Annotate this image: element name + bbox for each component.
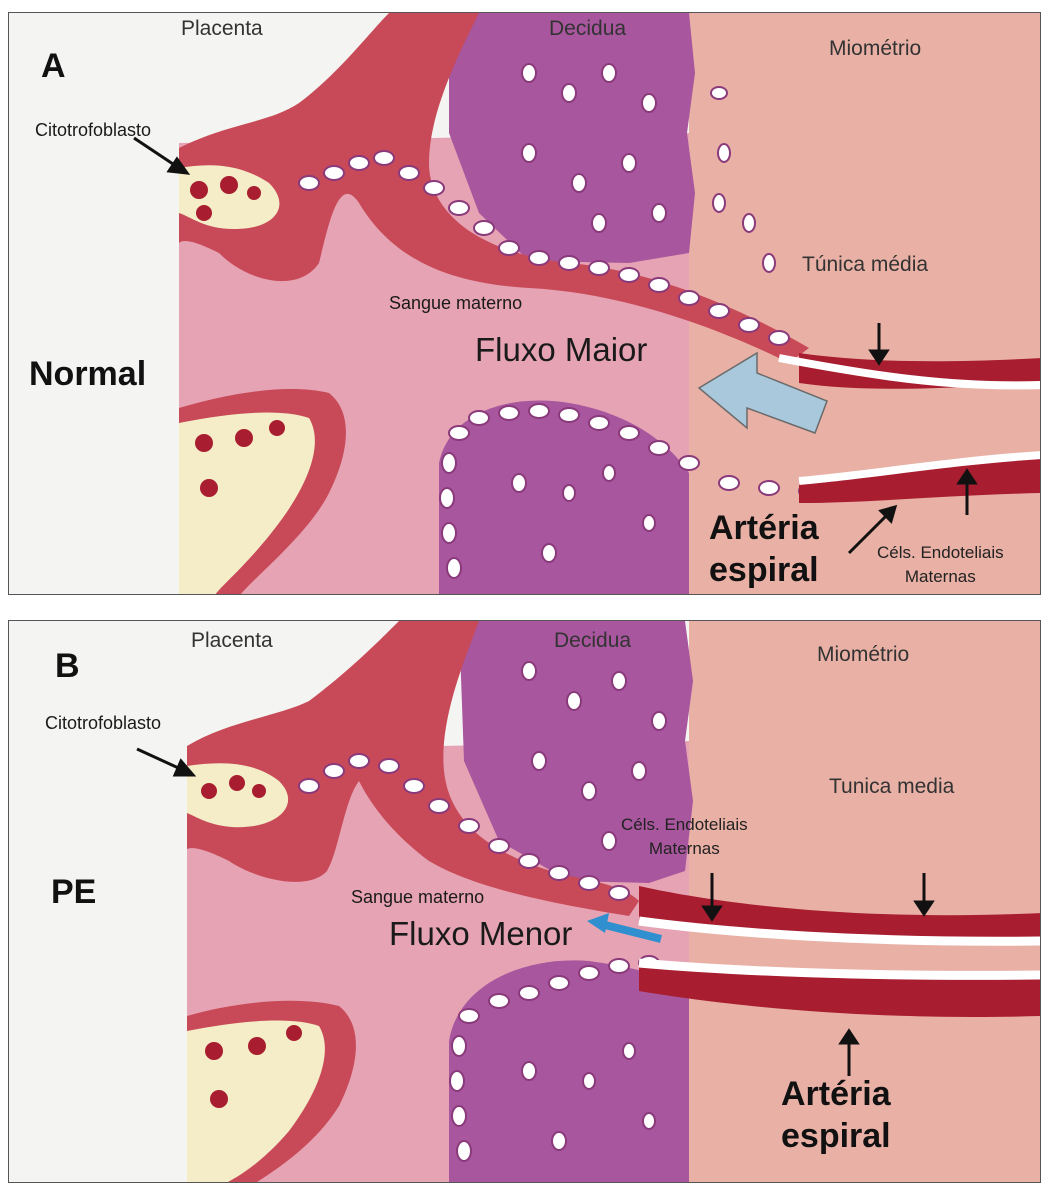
myometrium-label: Miométrio — [829, 37, 921, 61]
tunica-media-label: Tunica media — [829, 775, 954, 799]
endothelial-line1: Céls. Endoteliais — [621, 813, 748, 837]
panel-b-pe: B PE Placenta Decidua Miométrio Citotrof… — [8, 620, 1041, 1183]
flow-label: Fluxo Maior — [475, 331, 647, 369]
endothelial-cells-label: Céls. Endoteliais Maternas — [877, 541, 1004, 589]
spiral-artery-line1: Artéria — [709, 507, 819, 549]
spiral-artery-label: Artéria espiral — [709, 507, 819, 591]
cytotrophoblast-label: Citotrofoblasto — [35, 120, 151, 141]
panel-letter: B — [55, 647, 80, 686]
maternal-blood-label: Sangue materno — [389, 293, 522, 314]
panel-letter: A — [41, 47, 66, 86]
myometrium-label: Miométrio — [817, 643, 909, 667]
spiral-artery-line2: espiral — [709, 549, 819, 591]
spiral-artery-line2: espiral — [781, 1115, 891, 1157]
cytotrophoblast-label: Citotrofoblasto — [45, 713, 161, 734]
spiral-artery-label: Artéria espiral — [781, 1073, 891, 1157]
placenta-label: Placenta — [181, 17, 263, 41]
tunica-media-label: Túnica média — [802, 253, 928, 277]
endothelial-line2: Maternas — [621, 837, 748, 861]
endothelial-line1: Céls. Endoteliais — [877, 541, 1004, 565]
decidua-label: Decidua — [549, 17, 626, 41]
placenta-label: Placenta — [191, 629, 273, 653]
spiral-artery-line1: Artéria — [781, 1073, 891, 1115]
decidua-label: Decidua — [554, 629, 631, 653]
endothelial-line2: Maternas — [877, 565, 1004, 589]
panel-a-illustration — [9, 13, 1041, 595]
decidua-lower — [449, 960, 689, 1183]
endothelial-cells-label: Céls. Endoteliais Maternas — [621, 813, 748, 861]
condition-label: PE — [51, 873, 96, 912]
maternal-blood-label: Sangue materno — [351, 887, 484, 908]
condition-label: Normal — [29, 355, 146, 394]
flow-label: Fluxo Menor — [389, 915, 572, 953]
panel-a-normal: A Normal Placenta Decidua Miométrio Cito… — [8, 12, 1041, 595]
